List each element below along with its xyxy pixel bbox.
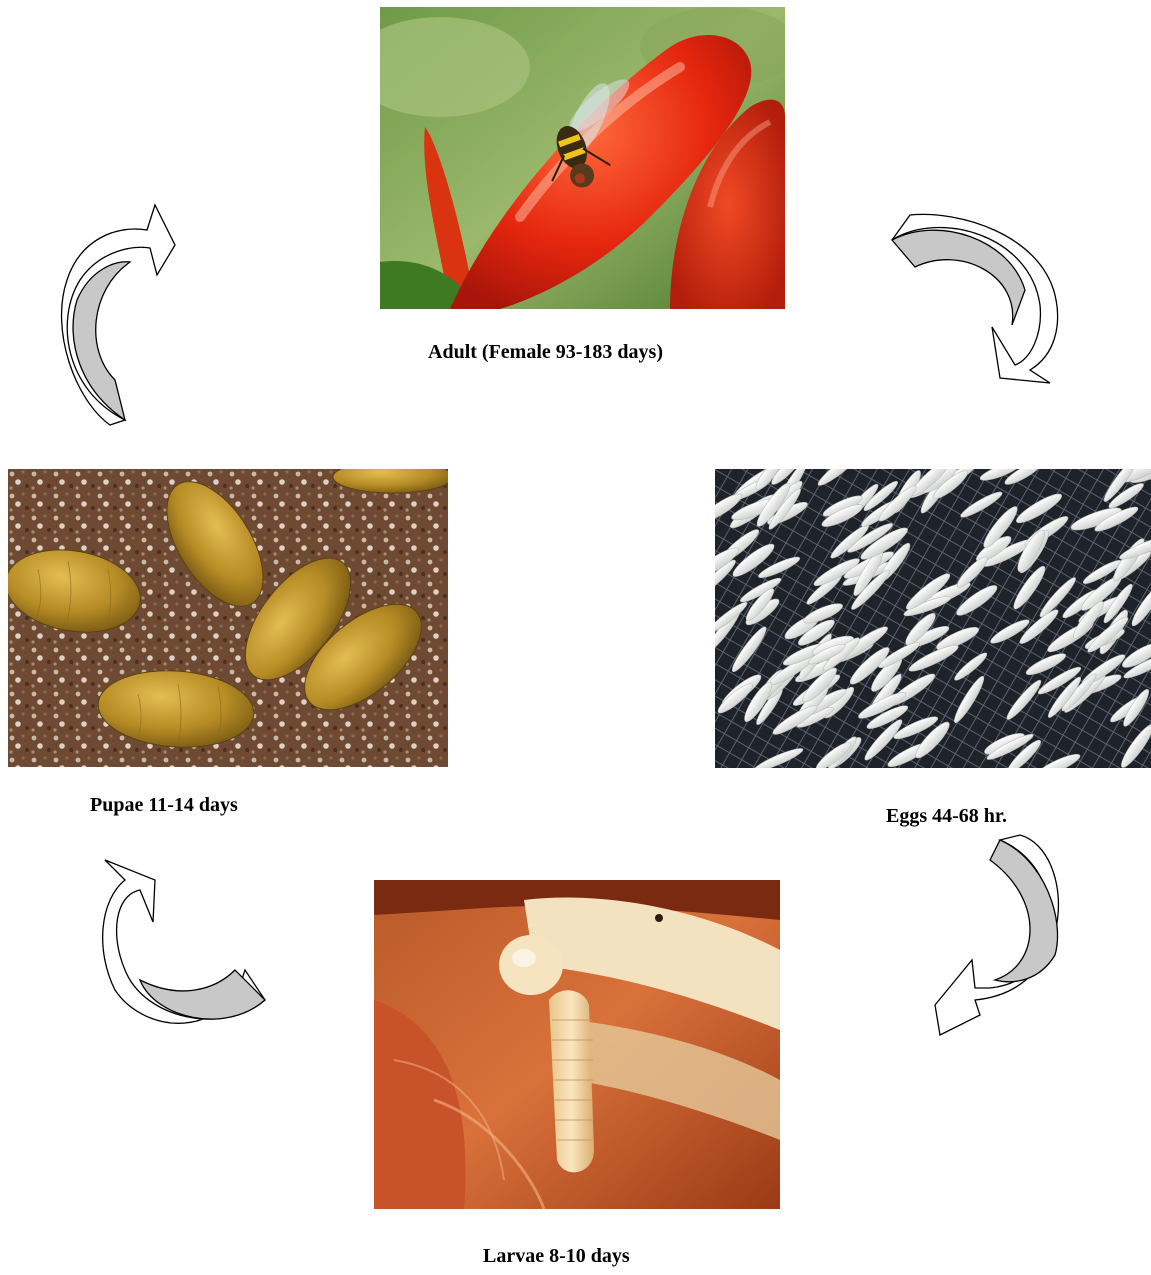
- pupae-stage-caption: Pupae 11-14 days: [90, 793, 238, 817]
- arrow-adult-to-eggs-icon: [880, 215, 1060, 390]
- arrow-pupae-to-adult-icon: [55, 200, 180, 425]
- adult-stage-image: [380, 7, 785, 309]
- arrow-larvae-to-pupae-icon: [95, 850, 275, 1025]
- larvae-stage-image: [374, 880, 780, 1209]
- eggs-stage-caption: Eggs 44-68 hr.: [886, 804, 1007, 828]
- eggs-stage-image: [715, 469, 1151, 768]
- arrow-eggs-to-larvae-icon: [920, 830, 1070, 1035]
- pupae-stage-image: [8, 469, 448, 767]
- adult-stage-caption: Adult (Female 93-183 days): [428, 340, 663, 364]
- larvae-stage-caption: Larvae 8-10 days: [483, 1244, 630, 1268]
